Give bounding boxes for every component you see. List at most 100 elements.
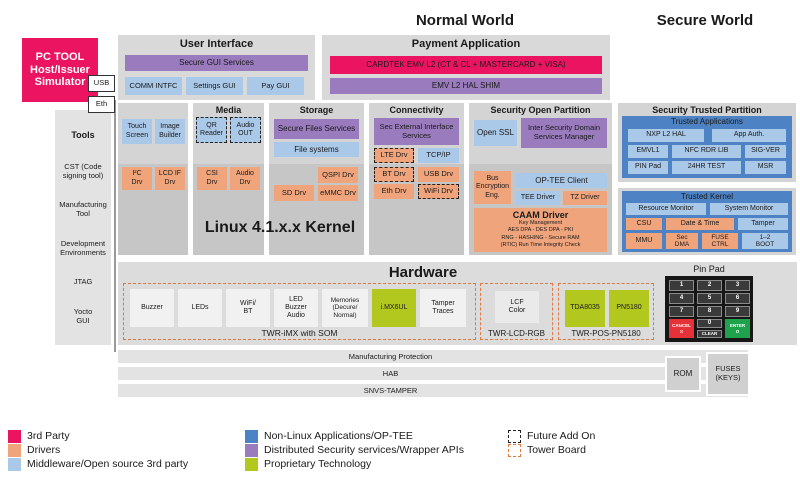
settings-gui-block: Settings GUI [186,77,243,95]
hardware-title: Hardware [388,264,458,281]
key-9: 9 [725,306,750,317]
tamper-block: Tamper [738,218,788,230]
trusted-applications-title: Trusted Applications [671,117,743,126]
date-time-block: Date & Time [666,218,734,230]
twr-lcd-rgb-board: LCF Color TWR-LCD-RGB [480,283,553,340]
sidebar-item-development-environments: Development Environments [60,238,106,257]
user-interface-title: User Interface [179,38,254,50]
tools-sidebar: Tools CST (Code signing tool) Manufactur… [55,110,111,345]
payment-application-group: Payment Application CARDTEK EMV L2 (CT &… [322,35,610,100]
key-4: 4 [669,293,694,304]
legend-tower-board: Tower Board [508,443,586,457]
key-5: 5 [697,293,722,304]
emmc-drv-block: eMMC Drv [318,185,358,201]
pc-tool-host-issuer-simulator: PC TOOL Host/Issuer Simulator [22,38,98,102]
legend-label: Future Add On [527,430,596,442]
key-8: 8 [697,306,722,317]
legend-proprietary: Proprietary Technology [245,457,371,471]
eth-drv-block: Eth Drv [374,184,414,199]
tower-board-swatch [508,443,521,457]
memories-block: Memories (Decure/ Normal) [322,289,368,327]
sidebar-item-manufacturing-tool: Manufacturing Tool [59,200,107,219]
manufacturing-protection-bar: Manufacturing Protection [118,350,748,363]
fuses-keys-block: FUSES (KEYS) [706,352,750,396]
caam-driver-details: Key Management AES DPA - DES DPA - PKI R… [500,220,581,248]
key-6: 6 [725,293,750,304]
twr-pos-pn5180-label: TWR-POS-PN5180 [571,329,641,338]
sec-external-interface-services-block: Sec External Interface Services [374,118,459,145]
imx6ul-chip-block: i.MX6UL [372,289,416,327]
media-title: Media [215,105,242,115]
legend-middleware: Middleware/Open source 3rd party [8,457,188,471]
secure-files-services-block: Secure Files Services [274,119,359,139]
key-0: 0 [697,319,722,328]
wifi-drv-block: WiFi Drv [418,184,459,199]
op-tee-client-block: OP-TEE Client [516,173,607,188]
twr-lcd-rgb-label: TWR-LCD-RGB [488,329,545,338]
legend-label: Middleware/Open source 3rd party [27,458,189,470]
i2c-drv-block: I²C Drv [122,167,152,190]
pin-pad-app-block: PIN Pad [628,161,668,174]
tda8035-chip-block: TDA8035 [565,290,605,327]
legend-label: Non-Linux Applications/OP-TEE [264,430,413,442]
key-cancel: CANCEL X [669,319,694,338]
lcf-color-block: LCF Color [495,291,539,323]
storage-title: Storage [299,105,334,115]
app-auth-block: App Auth. [712,129,786,142]
lcd-if-drv-block: LCD IF Drv [155,167,185,190]
pn5180-chip-block: PN5180 [609,290,649,327]
connectivity-title: Connectivity [389,105,444,115]
comm-intfc-block: COMM INTFC [125,77,182,95]
twr-imx-board: Buzzer LEDs WiFi/ BT LED Buzzer Audio Me… [123,283,476,340]
proprietary-swatch [245,457,258,471]
legend-label: Distributed Security services/Wrapper AP… [264,444,464,456]
tee-driver-block: TEE Driver [516,191,560,205]
middleware-swatch [8,457,21,471]
cardtek-emv-l2-block: CARDTEK EMV L2 (CT & CL + MASTERCARD + V… [330,56,602,74]
inter-security-domain-services-manager-block: Inter Security Domain Services Manager [521,118,607,148]
pin-pad-title: Pin Pad [693,264,725,274]
open-ssl-block: Open SSL [474,120,517,146]
key-2: 2 [697,280,722,291]
legend-future-add-on: Future Add On [508,429,595,443]
led-buzzer-audio-block: LED Buzzer Audio [274,289,318,327]
legend-drivers: Drivers [8,443,60,457]
tools-title: Tools [71,130,95,141]
twr-pos-pn5180-board: TDA8035 PN5180 TWR-POS-PN5180 [558,283,654,340]
media-column: Media QR Reader Audio OUT CSI Drv Audio … [193,103,264,255]
buzzer-block: Buzzer [130,289,174,327]
legend-3rd-party: 3rd Party [8,429,70,443]
hab-bar: HAB [118,367,748,380]
drivers-swatch [8,443,21,457]
connectivity-column: Connectivity Sec External Interface Serv… [369,103,464,255]
twr-imx-label: TWR-iMX with SOM [261,328,338,338]
rom-block: ROM [665,356,701,392]
audio-drv-block: Audio Drv [230,167,260,190]
bt-drv-block: BT Drv [374,167,414,182]
security-open-partition-column: Security Open Partition Open SSL Inter S… [469,103,612,255]
image-builder-block: Image Builder [155,119,185,144]
sidebar-item-yocto-gui: Yocto GUI [73,306,93,325]
qspi-drv-block: QSPI Drv [318,167,358,183]
msr-block: MSR [745,161,786,174]
ui-hw-column: Touch Screen Image Builder I²C Drv LCD I… [118,103,188,255]
nxp-l2-hal-block: NXP L2 HAL [628,129,704,142]
csu-block: CSU [626,218,662,230]
vertical-divider [114,100,116,352]
security-trusted-partition-title: Security Trusted Partition [652,105,762,115]
secure-gui-services-block: Secure GUI Services [125,55,308,71]
caam-driver-title: CAAM Driver [512,210,569,220]
touch-screen-block: Touch Screen [122,119,152,144]
legend-label: Tower Board [527,444,586,456]
pay-gui-block: Pay GUI [247,77,304,95]
eth-port-box: Eth [88,96,115,113]
usb-drv-block: USB Drv [418,167,459,182]
sidebar-item-jtag: JTAG [73,277,93,287]
sec-dma-block: Sec DMA [666,233,698,249]
mmu-block: MMU [626,233,662,249]
security-trusted-partition-lower: Trusted Kernel Resource Monitor System M… [618,188,796,255]
future-add-on-swatch [508,429,521,443]
hardware-band: Hardware Buzzer LEDs WiFi/ BT LED Buzzer… [118,262,797,345]
legend-non-linux: Non-Linux Applications/OP-TEE [245,429,413,443]
tcpip-block: TCP/IP [418,148,459,163]
